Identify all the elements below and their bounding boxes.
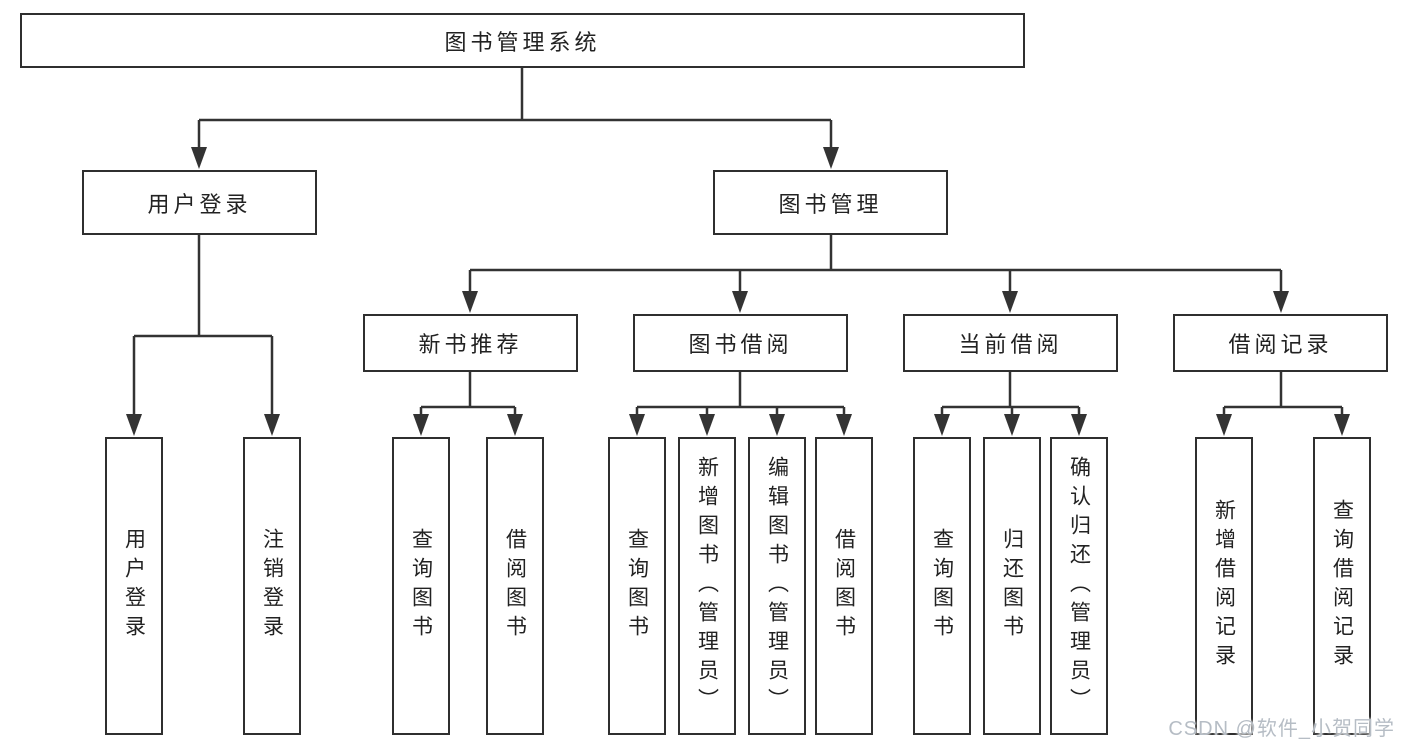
- node-current-borrowing: 当前借阅: [903, 314, 1118, 372]
- leaf-user-login: 用户登录: [105, 437, 163, 735]
- node-book-management: 图书管理: [713, 170, 948, 235]
- leaf-query-books-borrow: 查询图书: [608, 437, 666, 735]
- leaf-edit-books-admin: 编辑图书（管理员）: [748, 437, 806, 735]
- leaf-confirm-return-admin: 确认归还（管理员）: [1050, 437, 1108, 735]
- leaf-query-books-recommend: 查询图书: [392, 437, 450, 735]
- leaf-add-books-admin: 新增图书（管理员）: [678, 437, 736, 735]
- leaf-query-books-current: 查询图书: [913, 437, 971, 735]
- node-new-book-recommendation: 新书推荐: [363, 314, 578, 372]
- node-borrowing-records: 借阅记录: [1173, 314, 1388, 372]
- leaf-borrow-books-borrow: 借阅图书: [815, 437, 873, 735]
- leaf-return-books: 归还图书: [983, 437, 1041, 735]
- watermark: CSDN @软件_小贺同学: [1168, 718, 1395, 740]
- leaf-borrow-books-recommend: 借阅图书: [486, 437, 544, 735]
- node-user-login: 用户登录: [82, 170, 317, 235]
- node-book-borrowing: 图书借阅: [633, 314, 848, 372]
- leaf-query-borrow-record: 查询借阅记录: [1313, 437, 1371, 735]
- leaf-add-borrow-record: 新增借阅记录: [1195, 437, 1253, 735]
- leaf-logout: 注销登录: [243, 437, 301, 735]
- node-library-management-system: 图书管理系统: [20, 13, 1025, 68]
